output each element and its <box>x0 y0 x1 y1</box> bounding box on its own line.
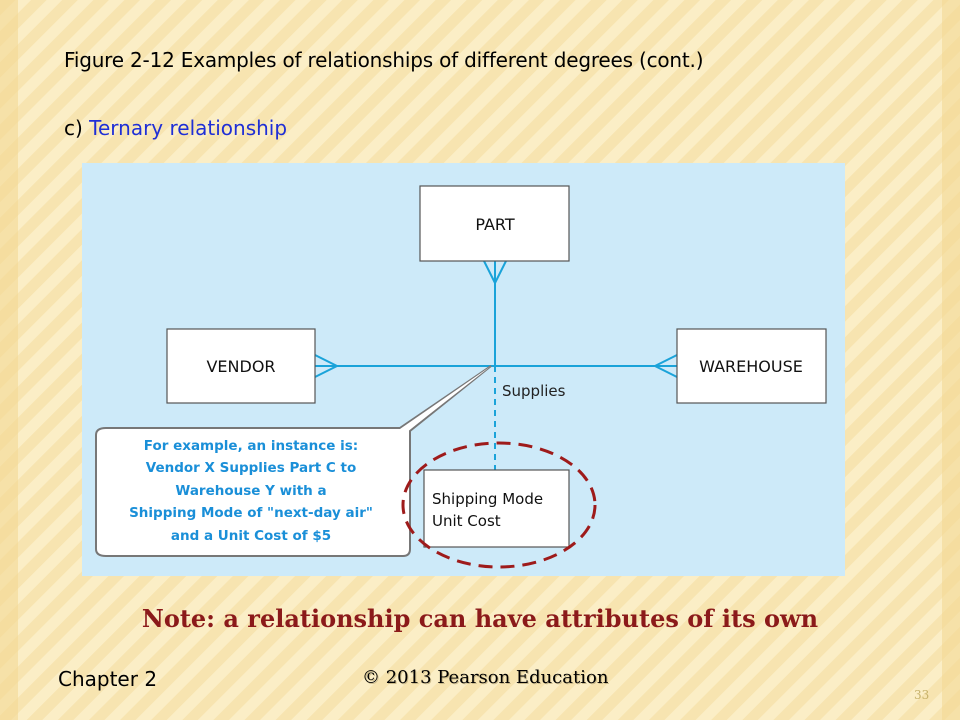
relationship-label: Supplies <box>502 382 566 400</box>
highlight-ellipse <box>401 441 597 569</box>
callout-line-5: and a Unit Cost of $5 <box>171 528 331 544</box>
attribute-shipping-mode: Shipping Mode <box>432 490 543 508</box>
callout-line-1: For example, an instance is: <box>144 438 358 454</box>
entity-warehouse-label: WAREHOUSE <box>699 357 803 376</box>
attribute-unit-cost: Unit Cost <box>432 512 501 530</box>
footer-copyright: © 2013 Pearson Education <box>362 667 609 688</box>
page-number: 33 <box>914 688 930 702</box>
relationship-lines <box>314 260 678 475</box>
slide-title: Figure 2-12 Examples of relationships of… <box>64 48 704 72</box>
entity-part: PART <box>419 185 570 262</box>
example-callout: For example, an instance is: Vendor X Su… <box>95 365 492 557</box>
subtitle-prefix: c) <box>64 116 90 140</box>
entity-part-label: PART <box>475 215 515 234</box>
callout-line-2: Vendor X Supplies Part C to <box>146 460 356 476</box>
er-diagram: PART VENDOR WAREHOUSE Supplies Shipping … <box>82 163 845 576</box>
slide-subtitle: c) Ternary relationship <box>64 116 287 140</box>
entity-vendor: VENDOR <box>166 328 316 404</box>
callout-line-4: Shipping Mode of "next-day air" <box>129 505 373 521</box>
relationship-attributes-box: Shipping Mode Unit Cost <box>423 469 570 548</box>
entity-vendor-label: VENDOR <box>206 357 275 376</box>
callout-line-3: Warehouse Y with a <box>175 483 326 499</box>
footer-chapter: Chapter 2 <box>58 667 158 691</box>
slide-note: Note: a relationship can have attributes… <box>141 604 819 633</box>
entity-warehouse: WAREHOUSE <box>676 328 827 404</box>
subtitle-highlight: Ternary relationship <box>89 116 288 140</box>
